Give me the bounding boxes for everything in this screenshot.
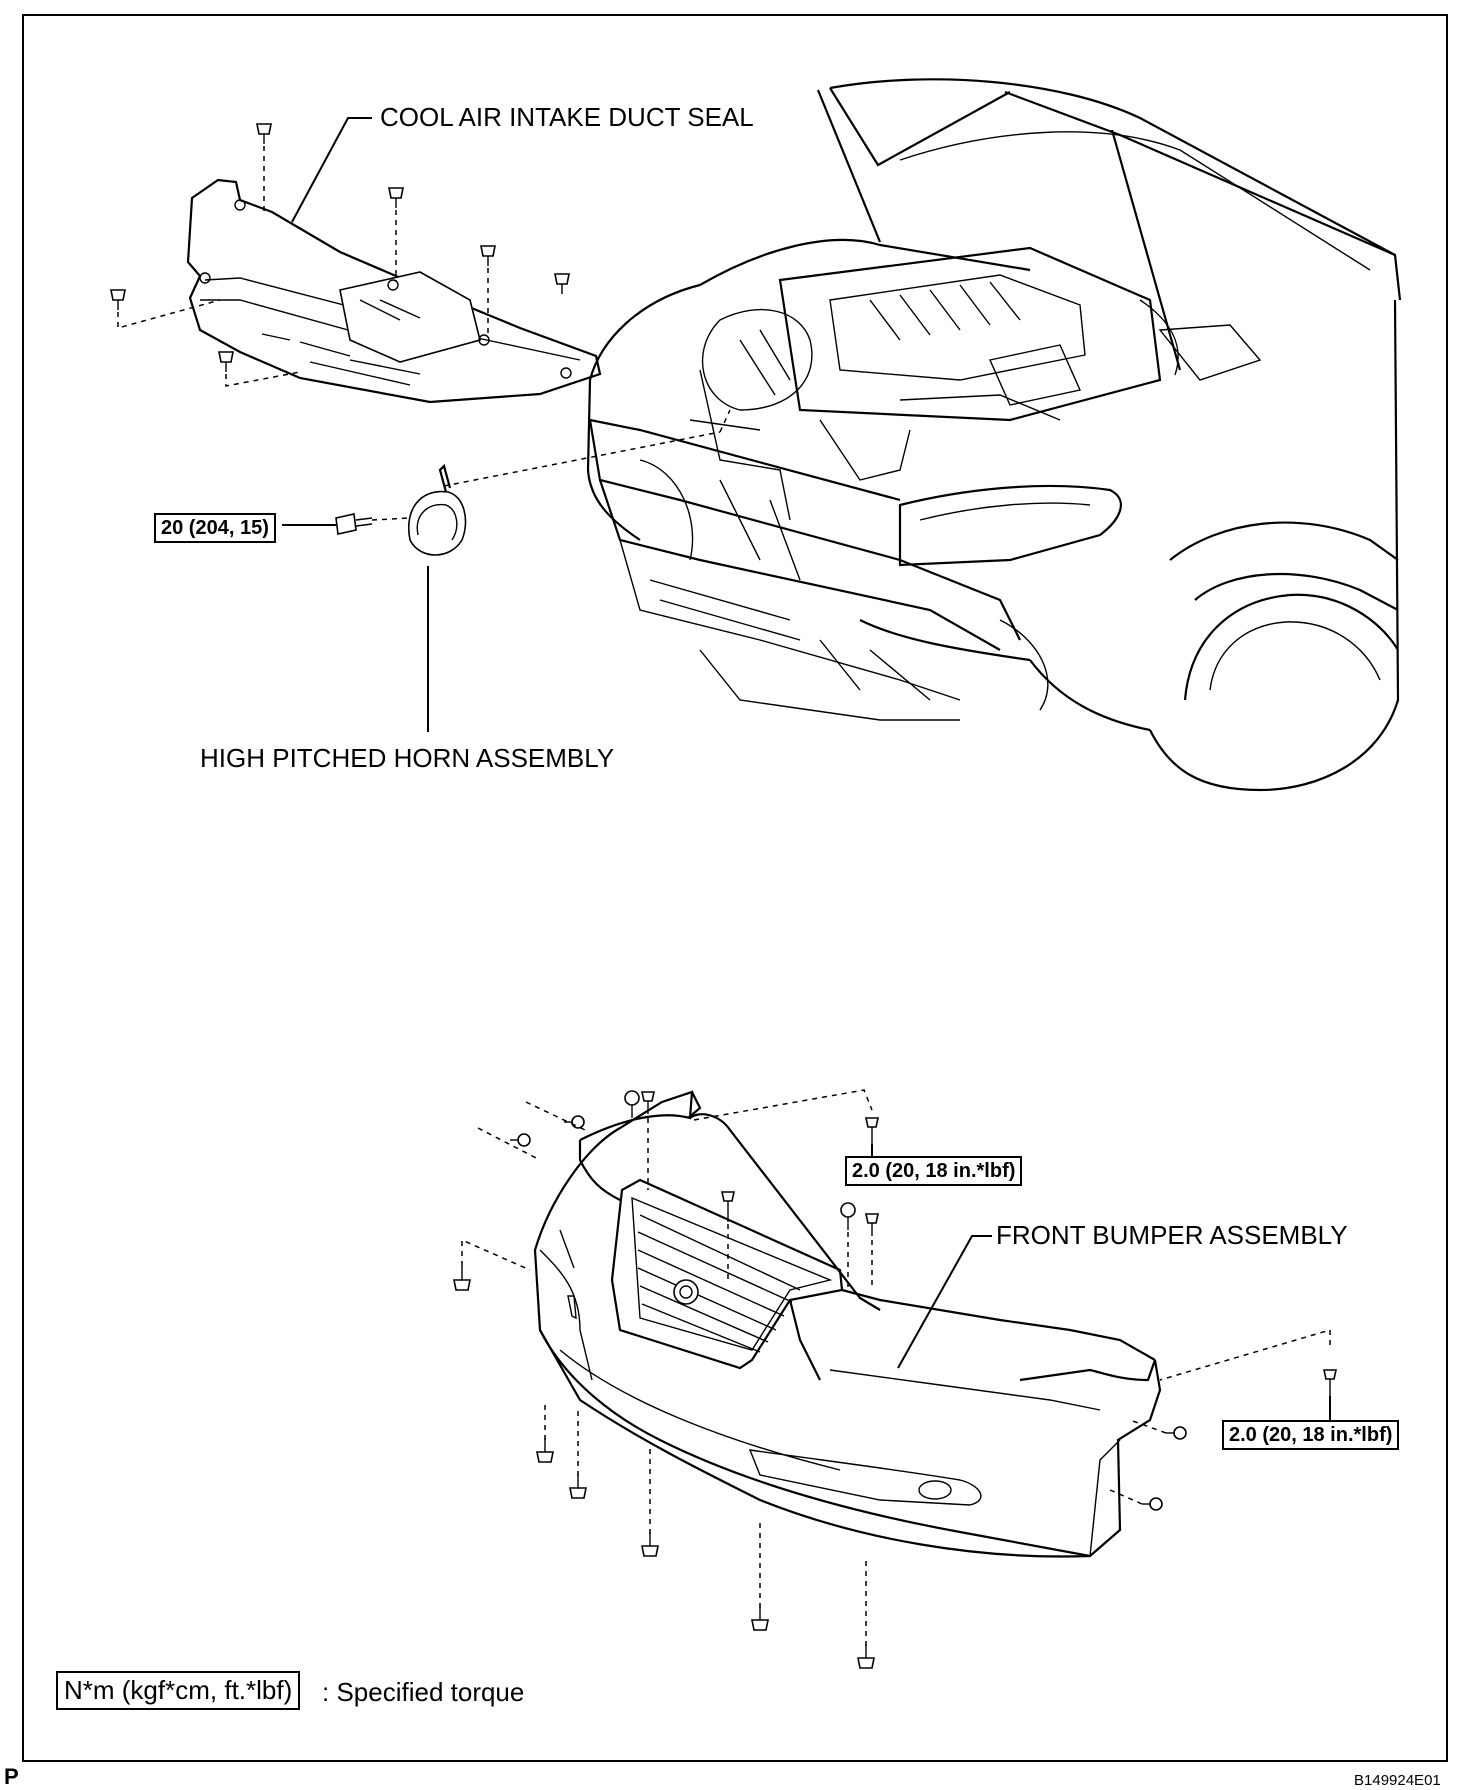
upper-leader-lines <box>282 117 731 732</box>
seal-clips <box>110 123 570 387</box>
bumper-side-torque-box: 2.0 (20, 18 in.*lbf) <box>1222 1420 1400 1450</box>
horn-bolt-torque-box: 20 (204, 15) <box>154 513 276 543</box>
figure-code: B149924E01 <box>1354 1772 1441 1789</box>
front-bumper-assembly-label: FRONT BUMPER ASSEMBLY <box>996 1220 1348 1250</box>
bumper-fasteners <box>453 1089 1337 1669</box>
corner-mark: P <box>4 1764 19 1789</box>
torque-legend-description: : Specified torque <box>322 1677 525 1707</box>
front-bumper-part <box>533 1090 1162 1558</box>
high-pitched-horn-part <box>335 431 721 556</box>
diagram-frame <box>22 14 1448 1762</box>
vehicle-front-drawing <box>586 78 1402 792</box>
cool-air-intake-duct-seal-label: COOL AIR INTAKE DUCT SEAL <box>380 102 754 132</box>
high-pitched-horn-assembly-label: HIGH PITCHED HORN ASSEMBLY <box>200 743 615 773</box>
torque-unit-legend-box: N*m (kgf*cm, ft.*lbf) <box>56 1671 301 1710</box>
bumper-upper-torque-box: 2.0 (20, 18 in.*lbf) <box>845 1156 1023 1186</box>
cool-air-intake-duct-seal-part <box>186 178 602 404</box>
